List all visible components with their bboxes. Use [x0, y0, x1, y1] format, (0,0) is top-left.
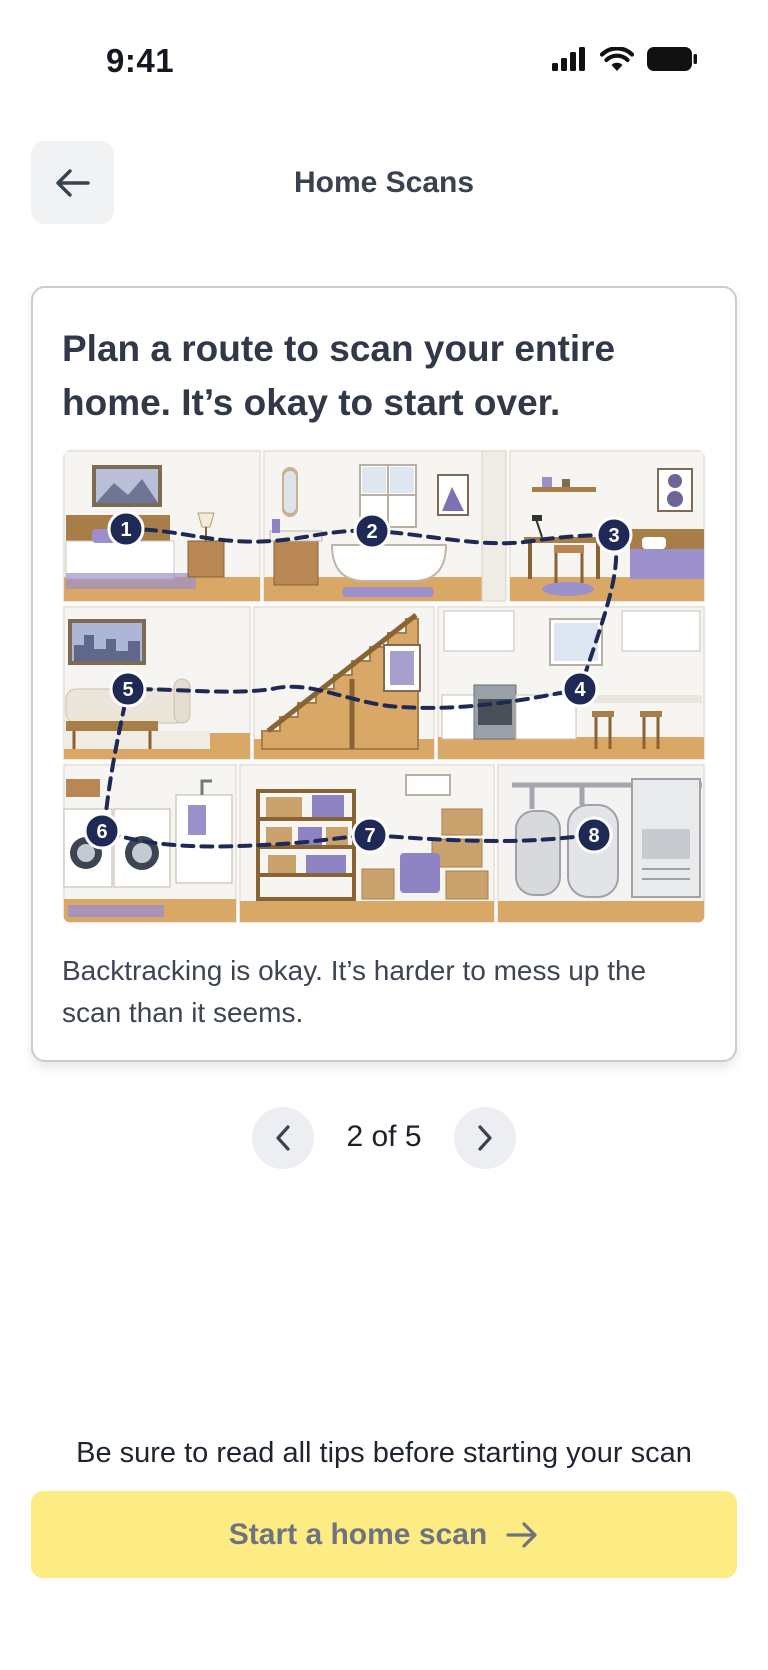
room-office: [509, 450, 705, 602]
route-stop-2: 2: [353, 512, 391, 550]
svg-text:6: 6: [96, 821, 107, 843]
chevron-right-icon: [478, 1125, 492, 1151]
route-stop-5: 5: [109, 670, 147, 708]
scan-route-path: [101, 527, 619, 849]
previous-tip-button[interactable]: [252, 1107, 314, 1169]
status-icons: [552, 46, 698, 72]
page-indicator: 2 of 5: [346, 1120, 422, 1153]
tip-card: Plan a route to scan your entire home. I…: [31, 286, 737, 1062]
status-bar: 9:41: [0, 0, 768, 120]
route-stop-1: 1: [107, 510, 145, 548]
battery-icon: [647, 47, 697, 71]
home-route-illustration: 1 2 3 4 5 6 7: [62, 449, 706, 924]
arrow-left-icon: [55, 168, 90, 197]
page-title: Home Scans: [293, 166, 475, 199]
start-home-scan-label: Start a home scan: [228, 1517, 488, 1551]
svg-text:3: 3: [608, 525, 619, 547]
svg-text:1: 1: [120, 519, 131, 541]
svg-text:4: 4: [574, 679, 586, 701]
tip-heading: Plan a route to scan your entire home. I…: [62, 328, 616, 423]
room-utility: [497, 764, 705, 923]
svg-text:7: 7: [364, 825, 375, 847]
start-home-scan-button[interactable]: Start a home scan: [31, 1491, 737, 1578]
route-stop-6: 6: [83, 812, 121, 850]
room-staircase: [253, 606, 435, 760]
tip-pager: 2 of 5: [0, 1107, 768, 1169]
house-cutaway-image: 1 2 3 4 5 6 7: [62, 449, 706, 924]
next-tip-button[interactable]: [454, 1107, 516, 1169]
arrow-right-icon: [506, 1521, 537, 1548]
tips-reminder: Be sure to read all tips before starting…: [76, 1437, 692, 1469]
route-stop-3: 3: [595, 516, 633, 554]
wifi-icon: [600, 46, 634, 71]
room-kitchen: [437, 606, 705, 760]
route-stop-7: 7: [351, 816, 389, 854]
svg-text:8: 8: [588, 825, 599, 847]
route-stop-8: 8: [575, 816, 613, 854]
room-living: [63, 606, 251, 760]
chevron-left-icon: [276, 1125, 290, 1151]
route-stop-4: 4: [561, 670, 599, 708]
svg-text:2: 2: [366, 521, 377, 543]
signal-icon: [552, 47, 585, 71]
svg-text:5: 5: [122, 679, 133, 701]
back-button[interactable]: [31, 141, 114, 224]
status-time: 9:41: [106, 42, 175, 79]
tip-body: Backtracking is okay. It’s harder to mes…: [62, 955, 647, 1028]
room-bedroom: [63, 450, 261, 602]
